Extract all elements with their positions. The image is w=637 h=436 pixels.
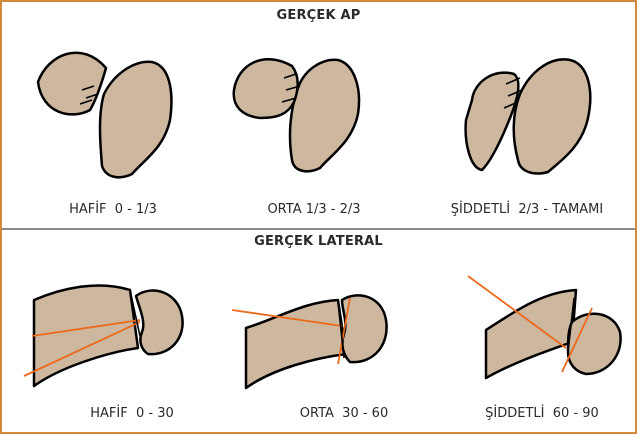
caption-lateral-severe: ŞİDDETLİ 60 - 90 <box>462 406 622 421</box>
lateral-moderate-femur <box>232 295 387 388</box>
caption-ap-moderate: ORTA 1/3 - 2/3 <box>234 202 394 217</box>
ap-severe-femur <box>466 59 591 173</box>
ap-moderate-femur <box>234 59 359 171</box>
ap-mild-femur <box>38 53 171 178</box>
lateral-severe-femur <box>468 276 621 378</box>
caption-ap-mild: HAFİF 0 - 1/3 <box>38 202 188 217</box>
caption-lateral-mild: HAFİF 0 - 30 <box>62 406 202 421</box>
caption-lateral-moderate: ORTA 30 - 60 <box>274 406 414 421</box>
caption-ap-severe: ŞİDDETLİ 2/3 - TAMAMI <box>422 202 632 217</box>
lateral-mild-femur <box>24 285 183 386</box>
